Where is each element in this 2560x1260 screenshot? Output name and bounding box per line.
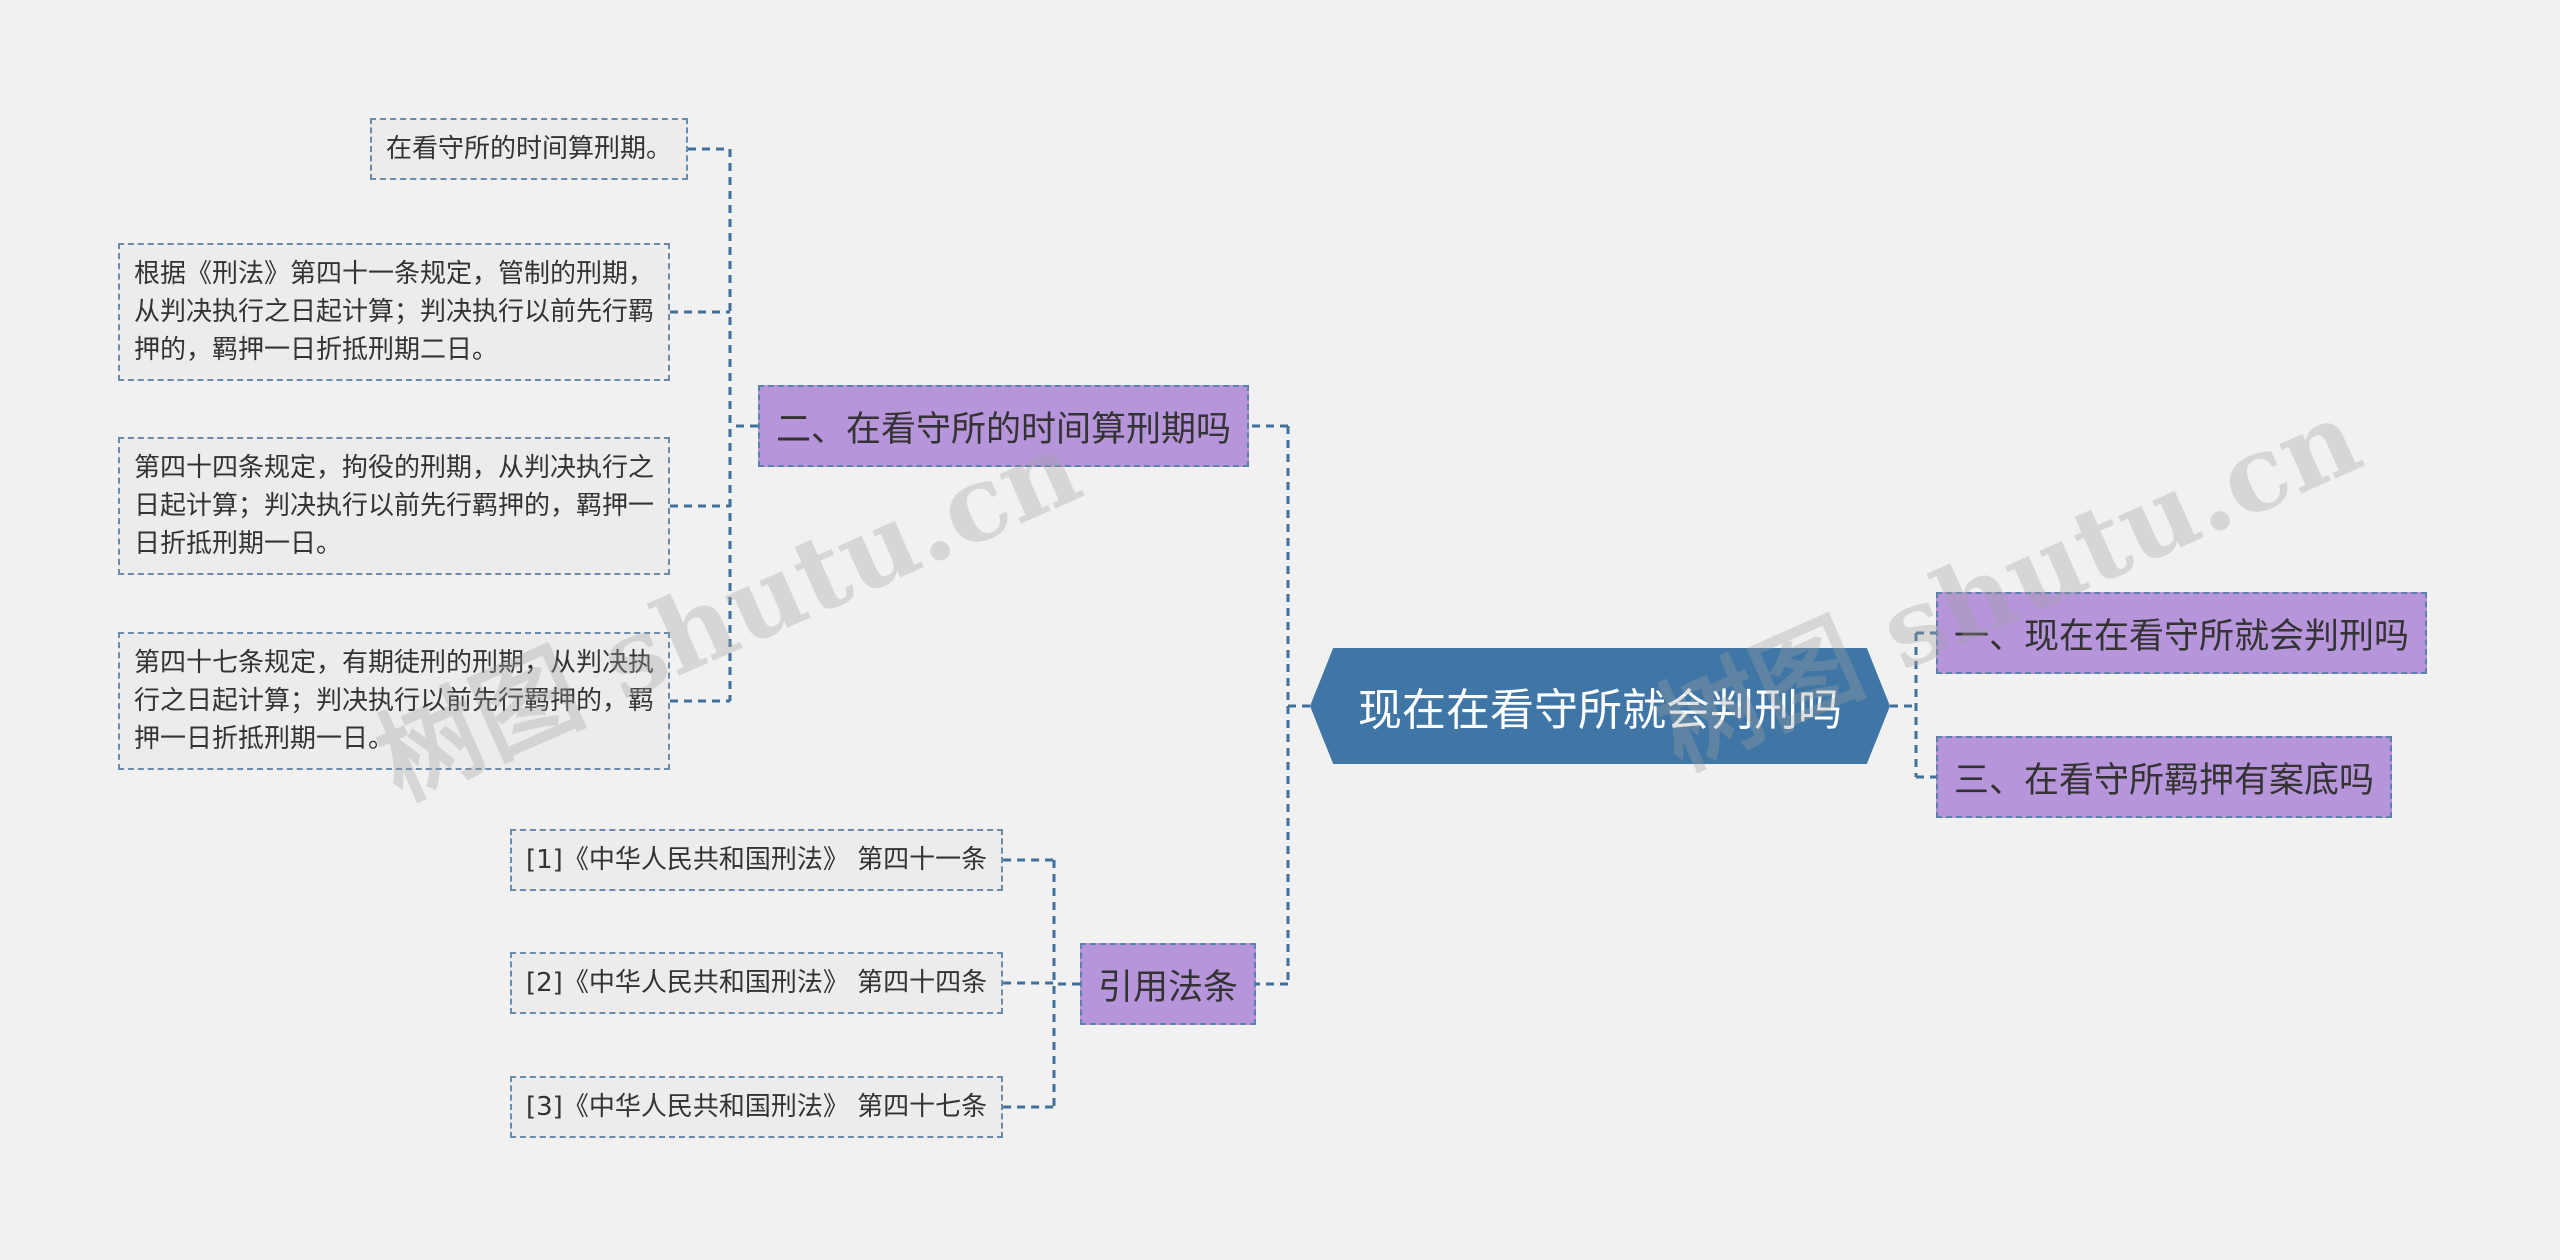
central-topic[interactable]: 现在在看守所就会判刑吗 <box>1310 648 1890 764</box>
leaf-text-line: 押一日折抵刑期一日。 <box>134 724 395 754</box>
leaf-text-line: 从判决执行之日起计算；判决执行以前先行羁 <box>134 297 655 327</box>
topic-right-2[interactable]: 三、在看守所羁押有案底吗 <box>1936 736 2393 818</box>
topic-left-2[interactable]: 引用法条 <box>1080 943 1257 1025</box>
leaf-2-2[interactable]: [2]《中华人民共和国刑法》 第四十四条 <box>510 952 1004 1014</box>
topic-label: 三、在看守所羁押有案底吗 <box>1954 760 2375 801</box>
central-topic-label: 现在在看守所就会判刑吗 <box>1358 685 1842 736</box>
leaf-text-line: 第四十七条规定，有期徒刑的刑期，从判决执 <box>134 648 655 678</box>
leaf-text-line: [3]《中华人民共和国刑法》 第四十七条 <box>526 1092 988 1122</box>
leaf-text-line: 在看守所的时间算刑期。 <box>386 134 673 164</box>
leaf-text-line: 行之日起计算；判决执行以前先行羁押的，羁 <box>134 686 655 716</box>
topic-left-1[interactable]: 二、在看守所的时间算刑期吗 <box>758 385 1250 467</box>
leaf-2-1[interactable]: [1]《中华人民共和国刑法》 第四十一条 <box>510 829 1004 891</box>
leaf-text-line: 日折抵刑期一日。 <box>134 529 343 559</box>
leaf-1-1[interactable]: 在看守所的时间算刑期。 <box>370 118 689 180</box>
topic-label: 一、现在在看守所就会判刑吗 <box>1954 616 2410 657</box>
leaf-1-4[interactable]: 第四十七条规定，有期徒刑的刑期，从判决执 行之日起计算；判决执行以前先行羁押的，… <box>118 632 671 770</box>
topic-label: 引用法条 <box>1098 967 1239 1008</box>
topic-label: 二、在看守所的时间算刑期吗 <box>776 409 1232 450</box>
leaf-text-line: 押的，羁押一日折抵刑期二日。 <box>134 335 499 365</box>
topic-right-1[interactable]: 一、现在在看守所就会判刑吗 <box>1936 592 2428 674</box>
leaf-text-line: 第四十四条规定，拘役的刑期，从判决执行之 <box>134 453 655 483</box>
leaf-text-line: 日起计算；判决执行以前先行羁押的，羁押一 <box>134 491 655 521</box>
leaf-1-2[interactable]: 根据《刑法》第四十一条规定，管制的刑期， 从判决执行之日起计算；判决执行以前先行… <box>118 243 671 381</box>
leaf-1-3[interactable]: 第四十四条规定，拘役的刑期，从判决执行之 日起计算；判决执行以前先行羁押的，羁押… <box>118 437 671 575</box>
leaf-text-line: [2]《中华人民共和国刑法》 第四十四条 <box>526 968 988 998</box>
leaf-text-line: 根据《刑法》第四十一条规定，管制的刑期， <box>134 259 655 289</box>
leaf-text-line: [1]《中华人民共和国刑法》 第四十一条 <box>526 845 988 875</box>
leaf-2-3[interactable]: [3]《中华人民共和国刑法》 第四十七条 <box>510 1076 1004 1138</box>
